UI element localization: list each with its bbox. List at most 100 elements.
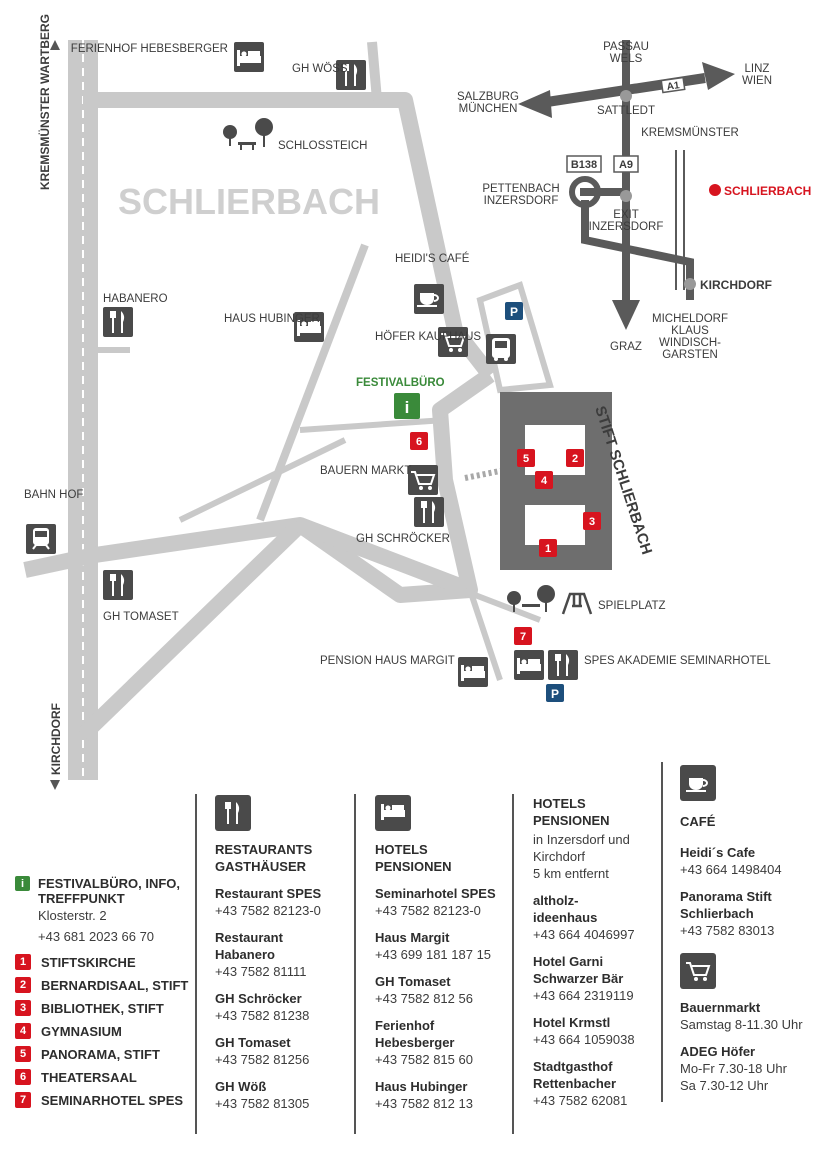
bed-icon [234, 42, 264, 72]
svg-text:KLAUS: KLAUS [671, 325, 709, 337]
divider [354, 794, 356, 1134]
svg-text:3: 3 [589, 516, 595, 528]
label-schlossteich: SCHLOSSTEICH [278, 140, 367, 152]
bus-icon [486, 334, 516, 364]
restaurant-icon [215, 795, 251, 831]
svg-text:INZERSDORF: INZERSDORF [484, 195, 559, 207]
legend: i FESTIVALBÜRO, INFO, TREFFPUNKT Klosters… [15, 876, 195, 1115]
svg-text:SALZBURG: SALZBURG [457, 91, 519, 103]
cafe-column: CAFÉ Heidi´s Cafe +43 664 1498404 Panora… [680, 765, 830, 1094]
legend-info-title: FESTIVALBÜRO, INFO, [38, 876, 181, 891]
road-label-kirchdorf: KIRCHDORF [49, 703, 63, 775]
svg-text:i: i [405, 398, 410, 417]
label-spes: SPES AKADEMIE SEMINARHOTEL [584, 655, 771, 667]
svg-text:GRAZ: GRAZ [610, 341, 642, 353]
label-bahnhof: BAHN HOF [24, 489, 83, 501]
svg-text:SCHLIERBACH: SCHLIERBACH [724, 184, 811, 198]
svg-text:SATTLEDT: SATTLEDT [597, 105, 655, 117]
park-icon [223, 118, 273, 150]
park-icon [507, 585, 555, 612]
cart-icon [680, 953, 716, 989]
hotels-column: HOTELS PENSIONEN Seminarhotel SPES +43 7… [375, 795, 510, 1112]
restaurant-icon [336, 60, 366, 90]
svg-text:WINDISCH-: WINDISCH- [659, 337, 721, 349]
restaurant-icon [103, 570, 133, 600]
divider [195, 794, 197, 1134]
road-label-kremsmuenster: KREMSMÜNSTER WARTBERG [37, 14, 52, 190]
svg-text:MÜNCHEN: MÜNCHEN [459, 103, 518, 115]
label-habanero: HABANERO [103, 293, 168, 305]
label-festivalbuero: FESTIVALBÜRO [356, 376, 445, 389]
label-spielplatz: SPIELPLATZ [598, 600, 666, 612]
marker-6: 6 [410, 432, 428, 450]
cart-icon [438, 327, 468, 357]
marker-5: 5 [517, 449, 535, 467]
svg-text:KIRCHDORF: KIRCHDORF [700, 278, 772, 292]
label-gh-tomaset: GH TOMASET [103, 611, 179, 623]
svg-text:P: P [551, 687, 559, 701]
divider [512, 794, 514, 1134]
cafe-icon [414, 284, 444, 314]
svg-text:B138: B138 [571, 159, 597, 171]
bed-icon [514, 650, 544, 680]
marker-7: 7 [514, 627, 532, 645]
svg-text:P: P [510, 305, 518, 319]
legend-info-address: Klosterstr. 2 [38, 908, 107, 923]
label-hoefer: HÖFER KAUFHAUS [375, 331, 481, 343]
bed-icon [294, 312, 324, 342]
parking-icon: P [505, 302, 523, 320]
svg-text:2: 2 [572, 453, 578, 465]
svg-text:MICHELDORF: MICHELDORF [652, 313, 728, 325]
svg-text:6: 6 [416, 436, 422, 448]
label-heidis-cafe: HEIDI'S CAFÉ [395, 252, 470, 265]
divider [661, 762, 663, 1102]
legend-info-title2: TREFFPUNKT [38, 891, 125, 906]
svg-text:INZERSDORF: INZERSDORF [589, 221, 664, 233]
marker-1: 1 [539, 539, 557, 557]
svg-text:EXIT: EXIT [613, 209, 639, 221]
info-icon: i [394, 393, 420, 419]
stift-building [500, 392, 612, 570]
svg-text:GARSTEN: GARSTEN [662, 349, 718, 361]
label-pension-margit: PENSION HAUS MARGIT [320, 655, 455, 667]
restaurant-icon [548, 650, 578, 680]
cafe-icon [680, 765, 716, 801]
swing-icon [561, 592, 593, 615]
restaurant-icon [103, 307, 133, 337]
svg-text:WIEN: WIEN [742, 75, 772, 87]
svg-text:PETTENBACH: PETTENBACH [482, 183, 559, 195]
svg-text:KREMSMÜNSTER: KREMSMÜNSTER [641, 127, 739, 139]
svg-text:1: 1 [545, 543, 551, 555]
cart-icon [408, 465, 438, 495]
parking-icon: P [546, 684, 564, 702]
hotels-nearby-column: HOTELS PENSIONEN in Inzersdorf und Kirch… [533, 796, 635, 1108]
svg-text:PASSAU: PASSAU [603, 41, 649, 53]
label-haus-hubinger: HAUS HUBINGER [224, 313, 320, 325]
village-map: KREMSMÜNSTER WARTBERG KIRCHDORF SCHLIERB… [23, 14, 811, 790]
legend-info-phone: +43 681 2023 66 70 [38, 929, 155, 944]
label-gh-schroecker: GH SCHRÖCKER [356, 533, 450, 545]
marker-2: 2 [566, 449, 584, 467]
svg-text:A1: A1 [666, 80, 681, 93]
marker-4: 4 [535, 471, 553, 489]
train-icon [26, 524, 56, 554]
label-ferienhof: FERIENHOF HEBESBERGER [71, 43, 228, 55]
label-gh-woess: GH WÖSS [292, 63, 348, 75]
bed-icon [458, 657, 488, 687]
bed-icon [375, 795, 411, 831]
svg-text:LINZ: LINZ [745, 63, 770, 75]
svg-text:5: 5 [523, 453, 529, 465]
town-name: SCHLIERBACH [118, 181, 380, 222]
svg-text:4: 4 [541, 475, 548, 487]
info-icon: i [15, 876, 30, 891]
svg-text:A9: A9 [619, 159, 633, 171]
restaurants-column: RESTAURANTS GASTHÄUSER Restaurant SPES +… [215, 795, 345, 1112]
svg-text:7: 7 [520, 631, 526, 643]
